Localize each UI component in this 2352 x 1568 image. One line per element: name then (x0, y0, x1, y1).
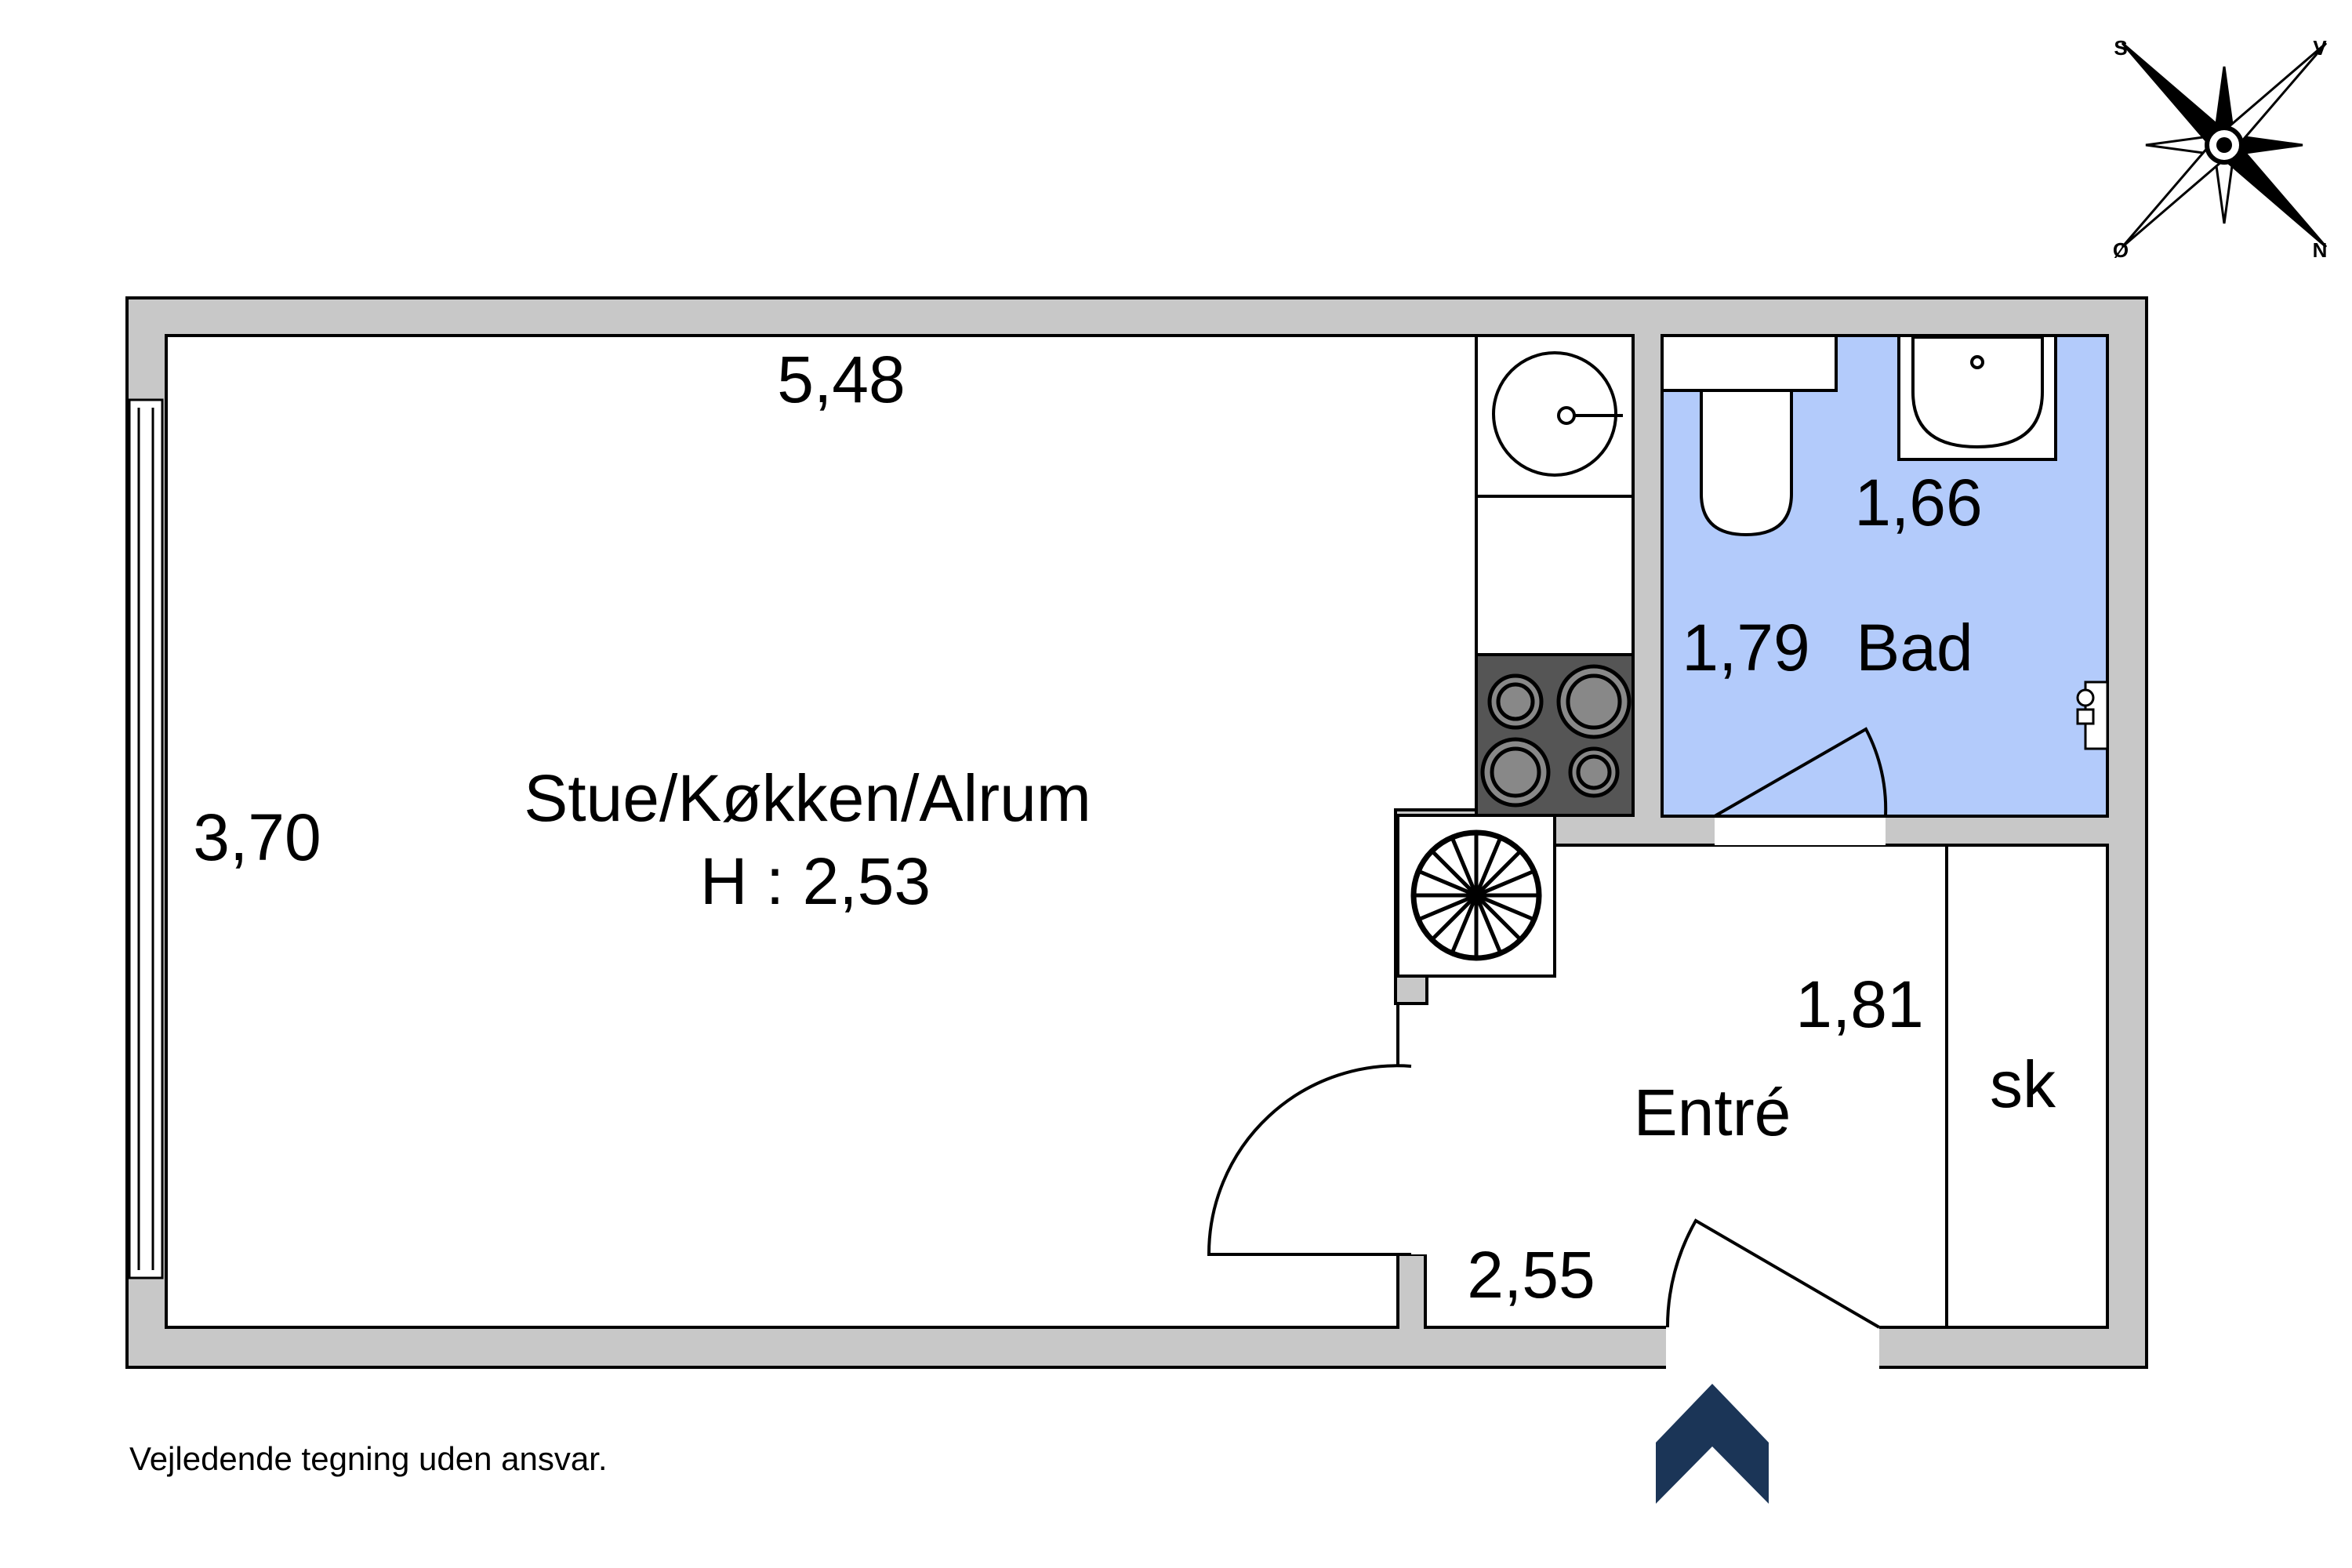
living-depth-dim: 3,70 (193, 800, 321, 874)
living-entry-door[interactable] (1207, 1064, 1427, 1256)
disclaimer-text: Vejledende tegning uden ansvar. (129, 1440, 608, 1477)
entrance-arrow-icon (1656, 1384, 1769, 1504)
compass-label-o: Ø (2113, 238, 2129, 262)
compass-rose: S V Ø N (2113, 36, 2328, 262)
entry-room-name: Entré (1634, 1076, 1791, 1149)
shower-tap-icon (2076, 681, 2109, 750)
toilet-cistern (1661, 334, 1838, 392)
bathroom-door[interactable] (1708, 727, 1888, 845)
hob-burner-icon (1480, 664, 1632, 808)
compass-label-s: S (2114, 36, 2127, 60)
bath-width-dim: 1,66 (1854, 466, 1983, 539)
compass-label-v: V (2313, 36, 2327, 60)
fan-icon (1410, 829, 1542, 961)
entrance-door[interactable] (1665, 1218, 1881, 1369)
ceiling-height-label: H : 2,53 (700, 844, 931, 918)
closet-label: sk (1990, 1047, 2056, 1121)
kitchen-counter (1475, 495, 1635, 656)
bathroom-sink-icon (1911, 336, 2044, 449)
entry-depth-dim: 1,81 (1795, 967, 1924, 1041)
window (128, 398, 164, 1279)
bath-depth-dim: 1,79 (1682, 611, 1810, 684)
living-width-dim: 5,48 (777, 343, 906, 416)
closet (1945, 844, 2109, 1329)
living-room-name: Stue/Køkken/Alrum (524, 761, 1091, 835)
compass-label-n: N (2313, 238, 2328, 262)
toilet-icon (1700, 389, 1793, 537)
bath-room-name: Bad (1856, 611, 1973, 684)
entry-width-dim: 2,55 (1467, 1238, 1595, 1312)
